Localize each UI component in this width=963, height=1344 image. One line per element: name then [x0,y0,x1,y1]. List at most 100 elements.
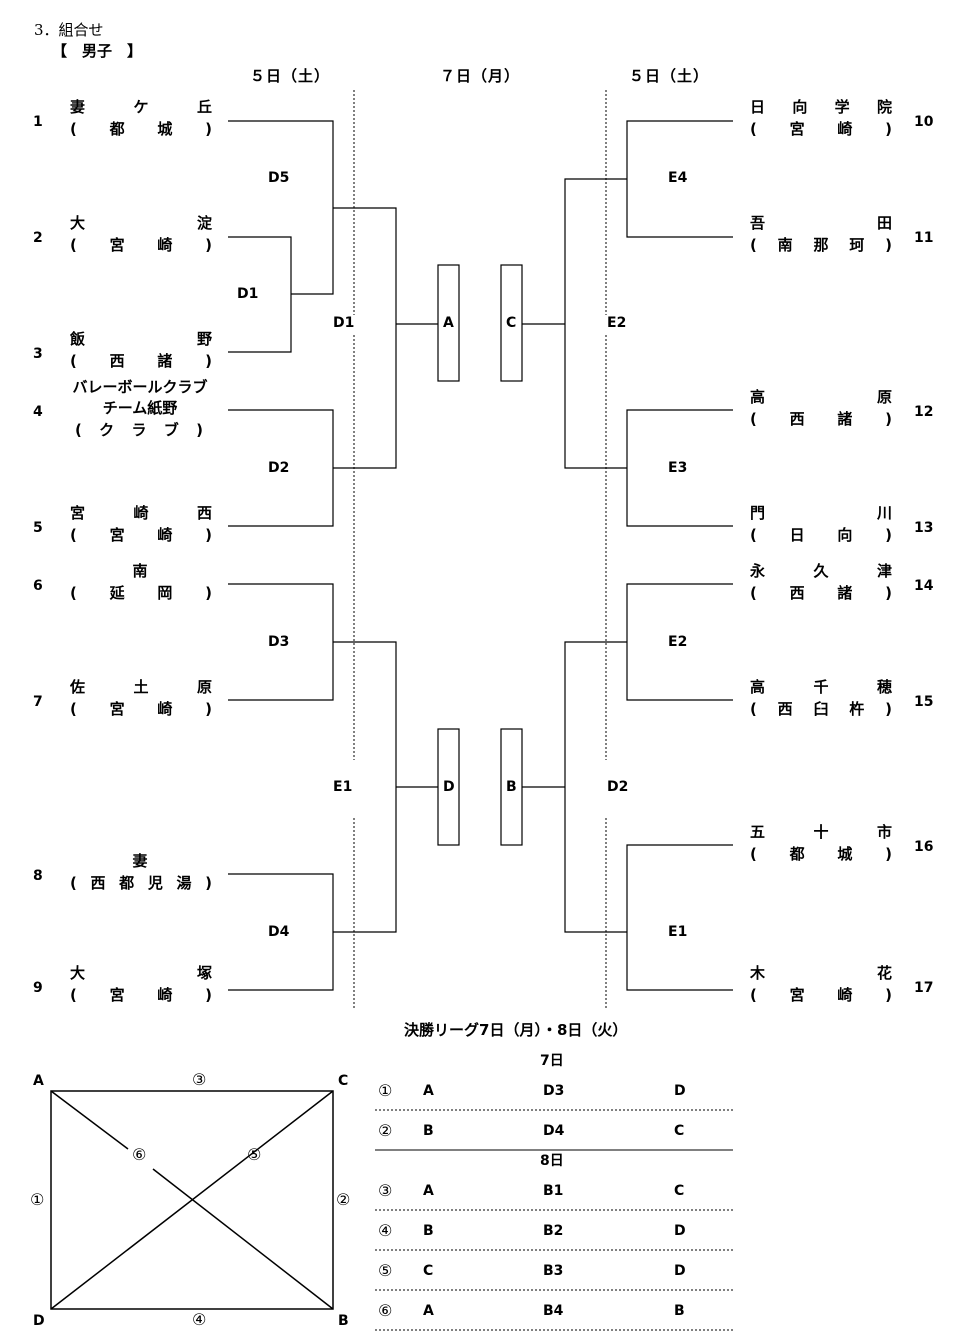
final-league-a: A [423,1183,434,1199]
team-region-char: ( [70,986,77,1004]
match-label-e4: E4 [668,170,688,186]
team-name-char: 久 [813,562,829,580]
team-region-char: ク [99,421,115,439]
team-region-char: ) [205,236,212,254]
team-region-char: 湯 [176,874,192,892]
final-league-a: B [423,1123,434,1139]
team-name-char: 学 [834,98,850,116]
team-region-char: 日 [789,526,805,544]
team-region-char: 那 [813,236,829,254]
team-name-char: 津 [876,562,892,580]
team-name-char: 穂 [876,678,892,696]
team-region-char: ( [70,236,77,254]
block-label-d: D [443,779,455,795]
final-league-no: ⑤ [378,1261,393,1280]
block-label-c: C [506,315,517,331]
team-region: (西諸) [750,412,892,427]
team-region: (宮崎) [70,238,212,253]
team-region-char: ) [885,986,892,1004]
team-name-char: 田 [876,214,892,232]
team-name-char: 宮 [70,504,86,522]
match-label-d1-first: D1 [237,286,259,302]
team-region-char: 向 [837,526,853,544]
team-number: 4 [33,404,43,420]
team-region: (宮崎) [750,122,892,137]
block-label-a: A [443,315,454,331]
block-label-b: B [506,779,517,795]
team-region-char: ( [750,845,757,863]
diagram-corner-b: B [338,1313,349,1329]
team-number: 1 [33,114,43,130]
match-label-d2: D2 [268,460,290,476]
team-region: (宮崎) [70,988,212,1003]
final-league-b: D [674,1223,686,1239]
match-label-d5: D5 [268,170,290,186]
team-region-char: 宮 [789,120,805,138]
team-name-char: 川 [876,504,892,522]
team-number: 16 [914,839,934,855]
match-label-e1: E1 [668,924,688,940]
team-region: (都城) [750,847,892,862]
final-league-no: ⑥ [378,1301,393,1320]
team-number: 10 [914,114,934,130]
team-number: 15 [914,694,934,710]
team-region-char: 崎 [157,236,173,254]
team-region-char: ( [750,410,757,428]
diagram-edge-top: ③ [192,1070,207,1089]
final-league-b: D [674,1083,686,1099]
team-name-char: 大 [70,214,86,232]
final-league-b: D [674,1263,686,1279]
team-name: 永久津 [750,564,892,579]
team-region-char: ( [750,986,757,1004]
diagram-corner-d: D [33,1313,45,1329]
team-region-char: ( [70,120,77,138]
final-league-b: C [674,1123,685,1139]
final-league-ref: D3 [543,1083,565,1099]
team-name-char: 高 [750,388,766,406]
team-region-char: ) [885,845,892,863]
section-title: 3．組合せ [34,21,104,39]
team-name-char: 崎 [133,504,149,522]
team-region-char: 諸 [837,410,853,428]
team-name: 南 [132,562,148,580]
team-number: 2 [33,230,43,246]
match-label-e2-first: E2 [668,634,688,650]
final-league-b: B [674,1303,685,1319]
diagram-edge-bottom: ④ [192,1310,207,1329]
team-name: 木花 [750,966,892,981]
team-region-char: ) [205,584,212,602]
match-label-d1-second: D1 [333,315,355,331]
team-name-char: 丘 [196,98,212,116]
team-region-char: ラ [131,421,147,439]
team-region-char: 崎 [837,120,853,138]
match-label-d4: D4 [268,924,290,940]
team-region-char: 崎 [157,986,173,1004]
team-region-char: 崎 [837,986,853,1004]
team-name-char: 西 [196,504,212,522]
final-league-day1: 7日 [540,1053,564,1069]
final-league-ref: D4 [543,1123,565,1139]
team-name-line: チーム紙野 [102,399,178,417]
final-league-no: ④ [378,1221,393,1240]
team-name-char: 土 [133,678,149,696]
team-name: 吾田 [750,216,892,231]
team-region-char: 西 [789,410,805,428]
team-name-char: 花 [876,964,892,982]
team-region-char: ) [885,526,892,544]
team-region-char: ) [205,874,212,892]
team-region-char: 西 [109,352,125,370]
team-region-char: 崎 [157,700,173,718]
day-header-left: ５日（土） [250,67,331,85]
team-name: 大塚 [70,966,212,981]
final-league-ref: B1 [543,1183,564,1199]
team-name-char: 原 [196,678,212,696]
day-header-right: ５日（土） [629,67,710,85]
team-region: (西臼杵) [750,702,892,717]
diagram-edge-right: ② [336,1190,351,1209]
team-region-char: ) [205,120,212,138]
team-name-char: 飯 [70,330,86,348]
team-region: (延岡) [70,586,212,601]
diagram-edge-left: ① [30,1190,45,1209]
team-region-char: ( [70,700,77,718]
